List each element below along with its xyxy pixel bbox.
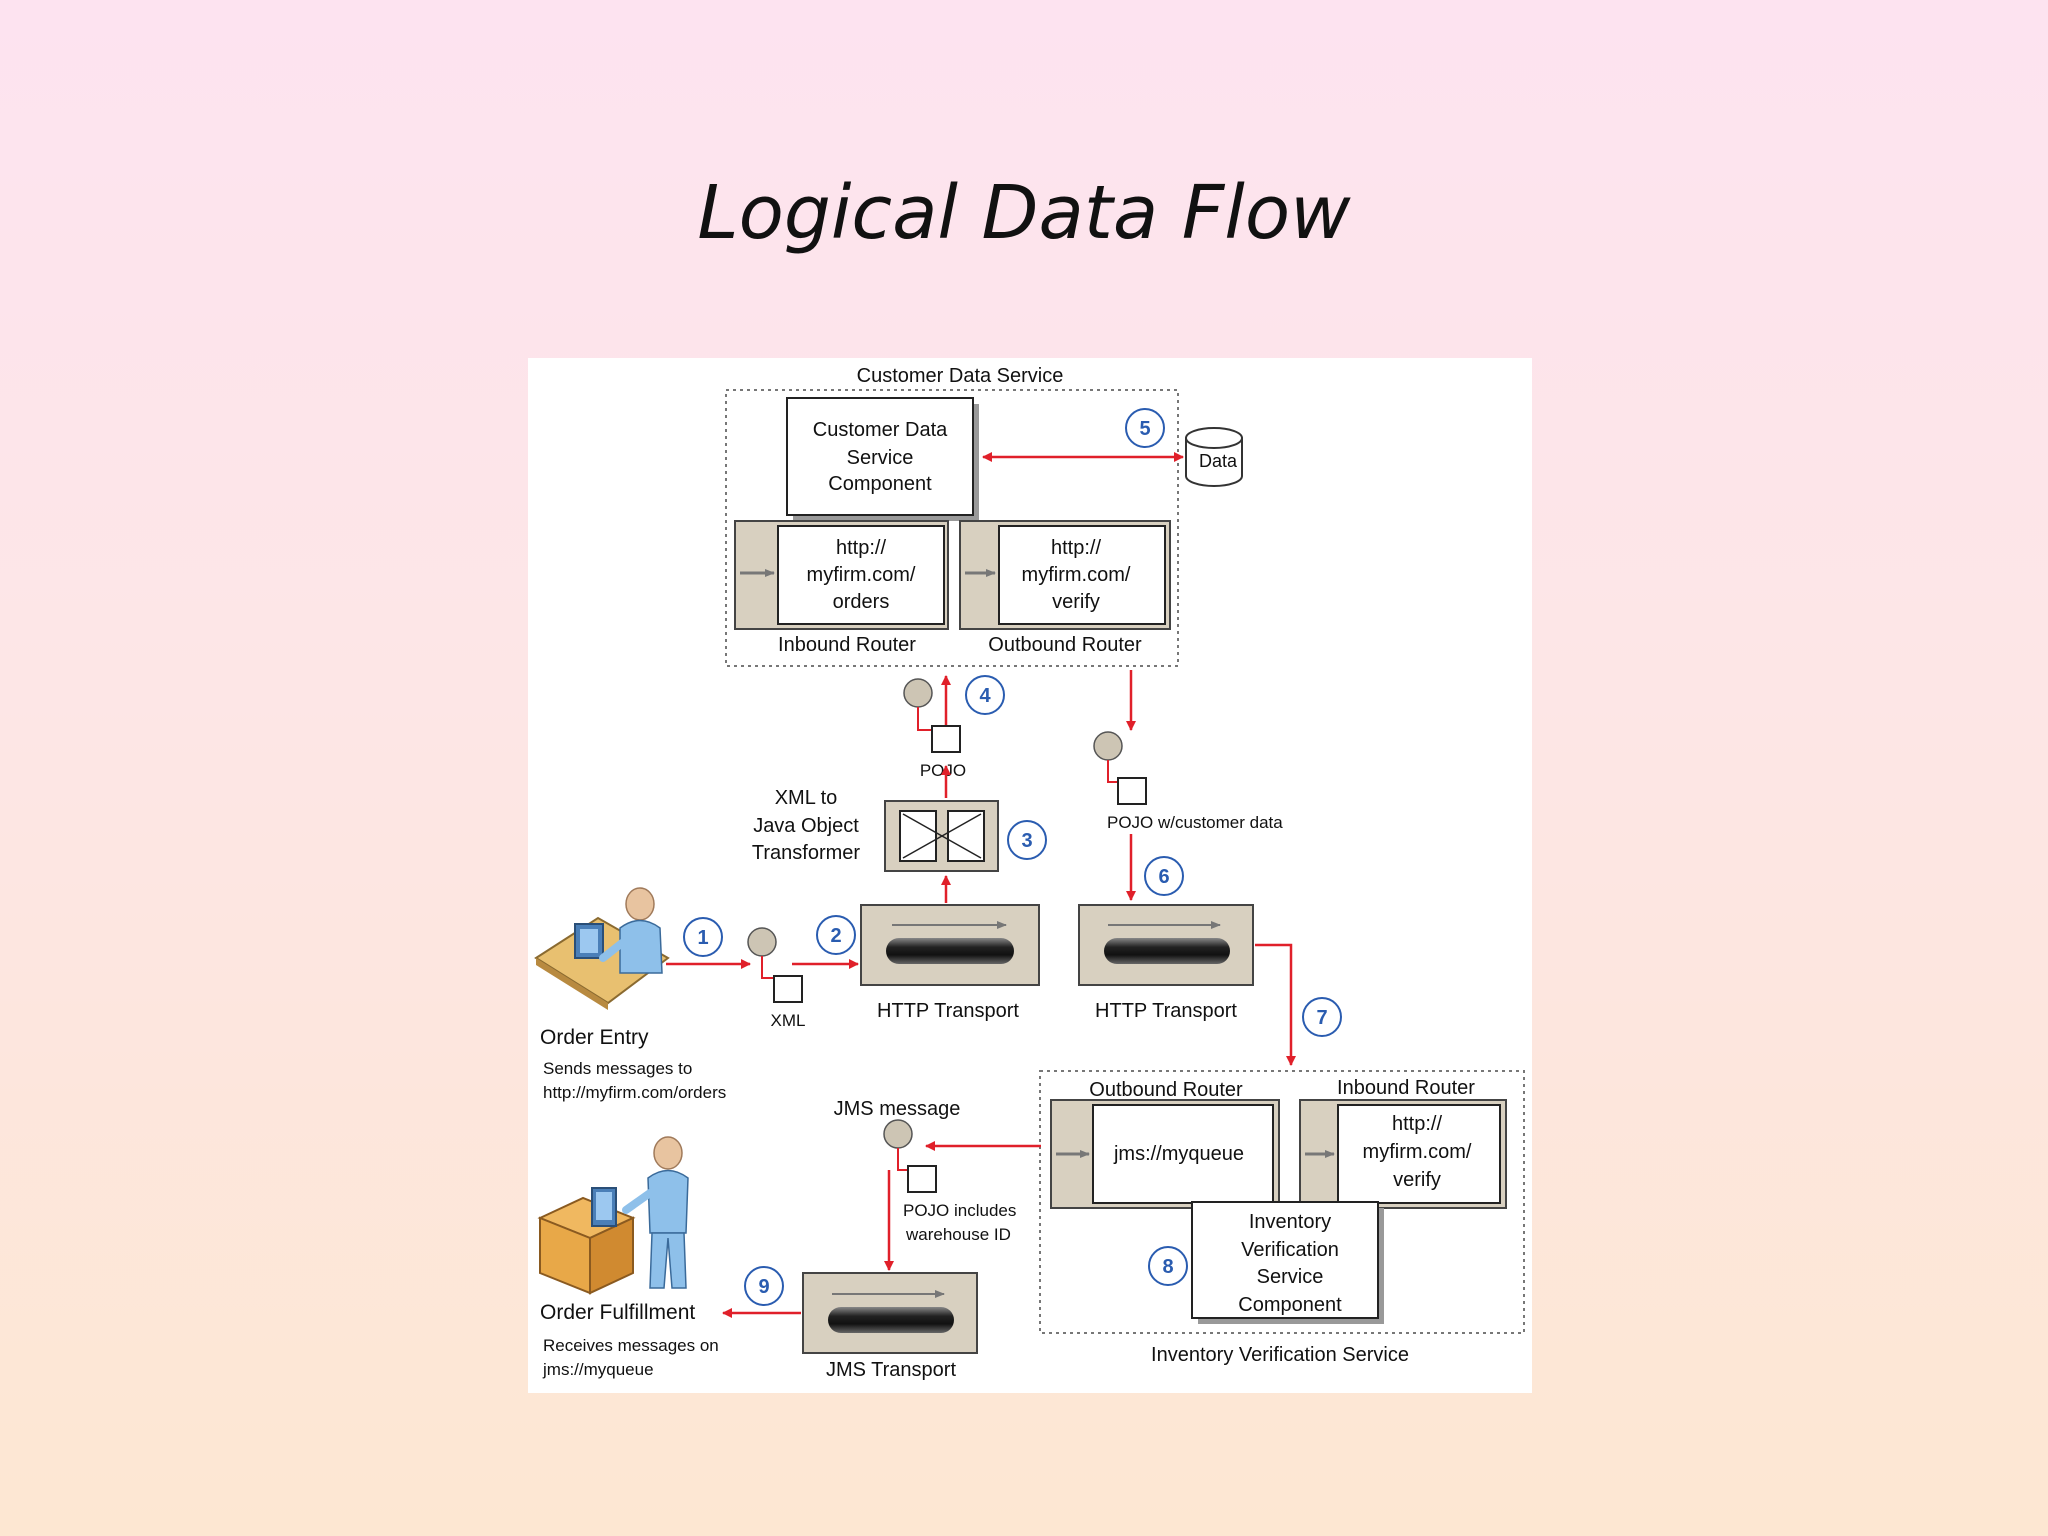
pojo-warehouse-line-2: warehouse ID	[905, 1225, 1011, 1244]
inventory-component: Inventory Verification Service Component	[1191, 1201, 1384, 1324]
inventory-outbound-router: jms://myqueue	[1050, 1099, 1280, 1209]
order-fulfillment-desc-2: jms://myqueue	[542, 1360, 654, 1379]
inventory-inbound-label: Inbound Router	[1337, 1077, 1475, 1099]
order-entry-desc-2: http://myfirm.com/orders	[543, 1083, 726, 1102]
step-5-badge: 5	[1125, 408, 1165, 448]
step-3-badge: 3	[1007, 820, 1047, 860]
outbound-endpoint-line-3: verify	[1052, 591, 1100, 613]
outbound-endpoint-line-1: http://	[1051, 537, 1101, 559]
jms-transport-label: JMS Transport	[826, 1359, 956, 1381]
order-fulfillment-desc-1: Receives messages on	[543, 1336, 719, 1355]
inbound-endpoint-line-3: orders	[833, 591, 890, 613]
component-line-2: Service	[847, 447, 914, 469]
outbound-router-verify: http:// myfirm.com/ verify Outbound Rout…	[959, 520, 1171, 656]
step-markers: 1 2 3 4 5 6 7 8 9	[683, 408, 1342, 1306]
order-fulfillment-title: Order Fulfillment	[540, 1301, 695, 1324]
pipe-icon	[828, 1307, 954, 1333]
warehouse-worker-icon	[537, 1136, 689, 1295]
inbound-router-orders: http:// myfirm.com/ orders Inbound Route…	[734, 520, 949, 656]
pipe-icon	[886, 938, 1014, 964]
inventory-component-line-2: Verification	[1241, 1239, 1339, 1261]
step-6-label: 6	[1158, 866, 1169, 888]
step-6-badge: 6	[1144, 856, 1184, 896]
xml-transformer: XML to Java Object Transformer	[752, 765, 999, 872]
step-2-badge: 2	[816, 915, 856, 955]
inbound-endpoint-line-1: http://	[836, 537, 886, 559]
pojo-customer-message: POJO w/customer data	[1093, 670, 1283, 901]
component-line-3: Component	[828, 473, 932, 495]
customer-data-service-component	[786, 397, 974, 516]
xml-payload-icon	[773, 975, 803, 1003]
message-payload-icon	[1117, 777, 1147, 805]
inbound-router-label: Inbound Router	[778, 634, 916, 656]
customer-data-service: Customer Data Service Customer Data Serv…	[725, 365, 1243, 667]
jms-message: JMS message POJO includes warehouse ID	[834, 1098, 1041, 1271]
pojo-customer-label: POJO w/customer data	[1107, 813, 1283, 832]
jms-transport: JMS Transport	[722, 1272, 978, 1381]
inventory-endpoint-line-1: http://	[1392, 1113, 1442, 1135]
workstation-user-icon	[534, 887, 670, 1010]
step-2-label: 2	[830, 925, 841, 947]
inventory-outbound-label: Outbound Router	[1089, 1079, 1243, 1101]
step-8-badge: 8	[1148, 1246, 1188, 1286]
inventory-component-line-1: Inventory	[1249, 1211, 1331, 1233]
step-8-label: 8	[1162, 1256, 1173, 1278]
xml-dot-icon	[747, 927, 777, 957]
pojo-warehouse-line-1: POJO includes	[903, 1201, 1016, 1220]
inventory-component-line-4: Component	[1238, 1294, 1342, 1316]
message-dot-icon	[903, 678, 933, 708]
pipe-icon	[1104, 938, 1230, 964]
transformer-line-2: Java Object	[753, 815, 859, 837]
transformer-line-1: XML to	[775, 787, 838, 809]
step-9-label: 9	[758, 1276, 769, 1298]
data-flow-diagram: Customer Data Service Customer Data Serv…	[528, 358, 1532, 1393]
step-7-badge: 7	[1302, 997, 1342, 1037]
step-1-label: 1	[697, 927, 708, 949]
jms-endpoint-label: jms://myqueue	[1113, 1143, 1244, 1165]
transformer-line-3: Transformer	[752, 842, 861, 864]
xml-message: XML	[666, 927, 859, 1030]
http-transport-outbound: HTTP Transport	[1078, 904, 1296, 1066]
message-dot-icon	[1093, 731, 1123, 761]
inventory-verification-service: Outbound Router Inbound Router jms://myq…	[1039, 1070, 1525, 1366]
order-fulfillment: Order Fulfillment Receives messages on j…	[537, 1136, 719, 1379]
xml-label: XML	[771, 1011, 806, 1030]
http-transport-inbound: HTTP Transport	[860, 875, 1040, 1022]
step-3-label: 3	[1021, 830, 1032, 852]
jms-message-label: JMS message	[834, 1098, 961, 1120]
order-entry-desc-1: Sends messages to	[543, 1059, 692, 1078]
pojo-message: POJO	[903, 675, 966, 780]
step-4-badge: 4	[965, 675, 1005, 715]
inventory-inbound-router: http:// myfirm.com/ verify	[1299, 1099, 1507, 1209]
pojo-label: POJO	[920, 761, 966, 780]
inbound-endpoint-line-2: myfirm.com/	[807, 564, 916, 586]
outbound-router-label: Outbound Router	[988, 634, 1142, 656]
datastore-label: Data	[1199, 451, 1238, 471]
step-1-badge: 1	[683, 917, 723, 957]
message-payload-icon	[907, 1165, 937, 1193]
http-transport-label-left: HTTP Transport	[877, 1000, 1019, 1022]
http-transport-label-right: HTTP Transport	[1095, 1000, 1237, 1022]
step-7-label: 7	[1316, 1007, 1327, 1029]
component-line-1: Customer Data	[813, 419, 948, 441]
step-4-label: 4	[979, 685, 991, 707]
message-dot-icon	[883, 1119, 913, 1149]
data-cylinder-icon: Data	[1185, 427, 1243, 487]
step-9-badge: 9	[744, 1266, 784, 1306]
inventory-service-label: Inventory Verification Service	[1151, 1344, 1409, 1366]
outbound-endpoint-line-2: myfirm.com/	[1022, 564, 1131, 586]
inventory-endpoint-line-3: verify	[1393, 1169, 1441, 1191]
order-entry: Order Entry Sends messages to http://myf…	[534, 887, 726, 1102]
message-payload-icon	[931, 725, 961, 753]
transform-cross-icon	[902, 813, 982, 859]
step-5-label: 5	[1139, 418, 1150, 440]
customer-service-label: Customer Data Service	[857, 365, 1064, 387]
order-entry-title: Order Entry	[540, 1026, 649, 1049]
inventory-endpoint-line-2: myfirm.com/	[1363, 1141, 1472, 1163]
inventory-component-line-3: Service	[1257, 1266, 1324, 1288]
page-title: Logical Data Flow	[697, 170, 1351, 256]
